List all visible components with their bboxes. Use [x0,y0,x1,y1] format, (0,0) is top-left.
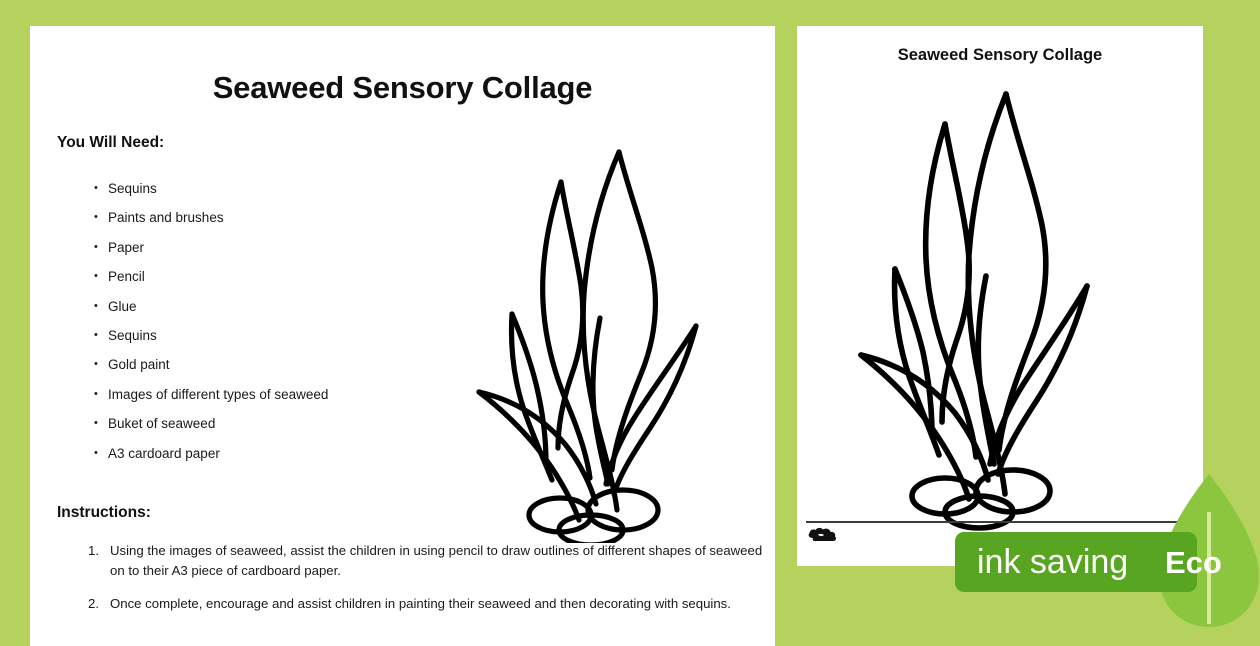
ink-saving-label: ink saving [977,543,1129,581]
list-item: A3 cardoard paper [94,439,528,469]
list-item: Paints and brushes [94,203,528,233]
list-item: Using the images of seaweed, assist the … [88,541,763,578]
eco-badge: ink saving Eco [955,472,1260,630]
eco-label: Eco [1165,545,1222,580]
seaweed-illustration [858,91,1090,531]
twinkl-cloud-logo [808,527,837,542]
instructions-heading: Instructions: [57,504,151,521]
instructions-list: Using the images of seaweed, assist the … [78,541,770,627]
materials-list: Sequins Paints and brushes Paper Pencil … [78,174,528,468]
preview-page: Seaweed Sensory Collage [797,26,1203,566]
list-item: Once complete, encourage and assist chil… [88,594,731,614]
list-item: Pencil [94,262,528,292]
list-item: Images of different types of seaweed [94,380,528,410]
preview-page-title: Seaweed Sensory Collage [897,46,1103,64]
eco-badge-pill [955,532,1197,592]
footer-divider [806,521,1194,523]
list-item: Gold paint [94,350,528,380]
list-item: Glue [94,292,528,322]
list-item: Buket of seaweed [94,409,528,439]
list-item: Sequins [94,174,528,204]
list-item: Paper [94,233,528,263]
materials-heading: You Will Need: [57,134,165,151]
activity-sheet-page: Seaweed Sensory Collage You Will Need: S… [30,26,775,646]
page-title: Seaweed Sensory Collage [212,70,593,105]
seaweed-illustration [476,149,699,543]
list-item: Sequins [94,321,528,351]
